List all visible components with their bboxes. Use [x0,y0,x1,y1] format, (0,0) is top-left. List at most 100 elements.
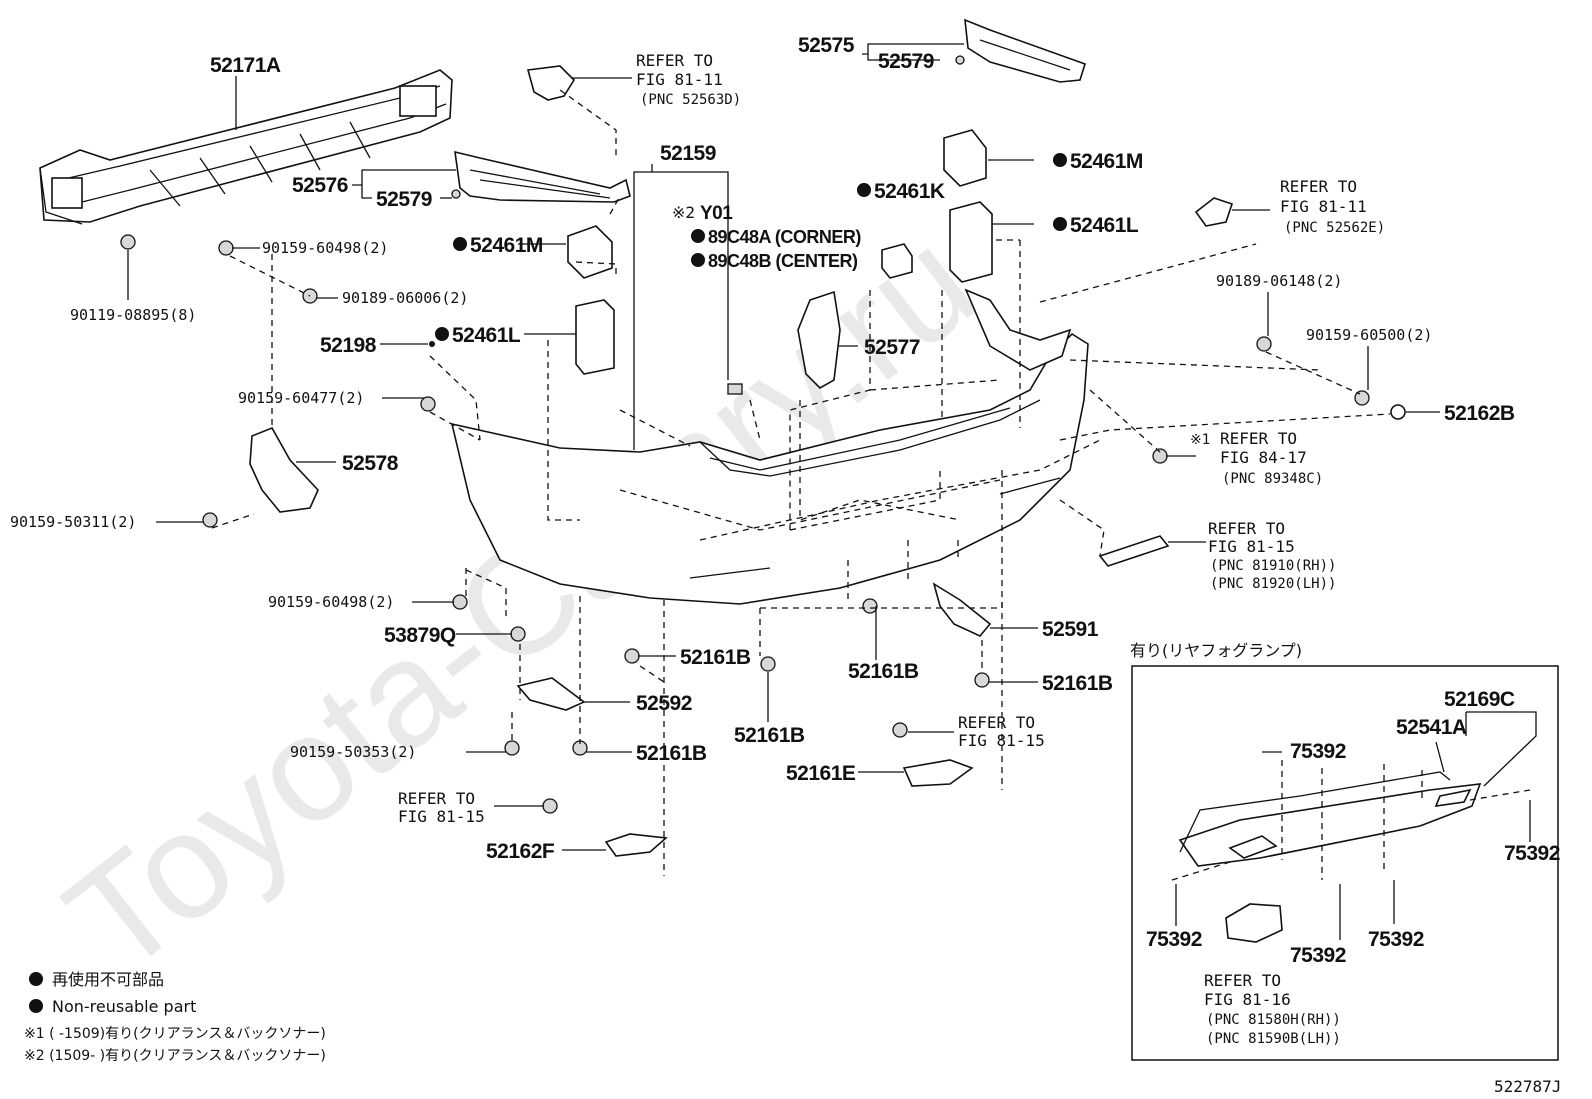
bracket-52591-illustration [932,582,992,637]
pad-52461l-right [949,201,993,283]
clip-icon-53879q [510,626,526,642]
svg-text:FIG 81-11: FIG 81-11 [1280,197,1367,216]
label-52461k: 52461K [874,180,945,203]
label-fastener-5: 90159-50311(2) [10,513,136,531]
ref-block-7: REFER TO FIG 81-16 (PNC 81580H(RH)) (PNC… [1204,971,1341,1047]
marker-52461m-left [453,237,467,251]
sensor-icon-89c48 [727,383,743,395]
marker-52461k [857,183,871,197]
label-fastener-1: 90159-60498(2) [262,239,388,257]
label-52461m-right: 52461M [1070,150,1143,173]
upper-bracket-right-illustration [1194,197,1234,227]
svg-text:FIG 81-16: FIG 81-16 [1204,990,1291,1009]
bracket-52162f-illustration [604,833,668,857]
ref-block-4: REFER TO FIG 81-15 (PNC 81910(RH)) (PNC … [1208,519,1336,592]
bracket-52577-illustration [797,290,841,389]
legend-dot-jp [29,972,43,986]
retainer-upper-right-illustration [964,18,1086,83]
fastener-icons [120,55,1406,814]
svg-text:(PNC 81910(RH)): (PNC 81910(RH)) [1210,558,1336,574]
label-sensor-center: 89C48B (CENTER) [708,251,858,271]
marker-52461l-right [1053,217,1067,231]
clip-icon-52198 [429,341,435,347]
label-52578: 52578 [342,452,399,475]
svg-text:REFER TO: REFER TO [1208,519,1285,538]
ref-block-3: ※1 REFER TO FIG 84-17 (PNC 89348C) [1190,429,1323,487]
clip-icon-52161b-c [862,598,878,614]
label-fastener-2: 90189-06006(2) [342,289,468,307]
clip-icon-52579-left [451,189,461,199]
label-75392-5: 75392 [1368,928,1424,951]
label-fastener-9: 90159-60500(2) [1306,326,1432,344]
clip-icon-52579-right [955,55,965,65]
svg-text:FIG 81-15: FIG 81-15 [398,807,485,826]
marker-52461m-right [1053,153,1067,167]
label-52162b: 52162B [1444,402,1515,425]
label-52576: 52576 [292,174,348,197]
svg-text:REFER TO: REFER TO [1280,177,1357,196]
nut-icon-90189-06148 [1256,336,1272,352]
retainer-upper-left-illustration [454,150,631,203]
marker-89c48a [691,229,705,243]
pad-52461m-left [567,225,613,279]
bolt-icon-90159-60500 [1354,390,1370,406]
clip-icon-52161b-d [974,672,990,688]
label-52169c: 52169C [1444,688,1515,711]
label-53879q: 53879Q [384,624,456,647]
svg-text:(PNC 52563D): (PNC 52563D) [640,92,741,108]
label-75392-2: 75392 [1504,842,1560,865]
label-fastener-3: 90119-08895(8) [70,306,196,324]
bolt-icon-90159-60498-top [218,240,234,256]
marker-52461l-left [435,327,449,341]
label-52579-left: 52579 [376,188,432,211]
clip-icon-52161b-a [624,648,640,664]
bolt-icon-90159-50311 [202,512,218,528]
inset-title: 有り(リヤフォグランプ) [1130,641,1302,660]
svg-text:REFER TO: REFER TO [1220,429,1297,448]
bracket-52161e-illustration [902,759,974,787]
bolt-icon-90159-60498-low [452,594,468,610]
label-fastener-8: 90189-06148(2) [1216,272,1342,290]
label-52159: 52159 [660,142,716,165]
legend-note-1: ※1 ( -1509)有り(クリアランス＆バックソナー) [24,1026,326,1042]
label-sensor-y01: Y01 [700,203,733,224]
inset-fog-lamp [1131,665,1559,1061]
label-52461l-right: 52461L [1070,214,1139,237]
ref-block-5: REFER TO FIG 81-15 [398,789,485,826]
svg-text:FIG 81-15: FIG 81-15 [958,731,1045,750]
label-75392-4: 75392 [1290,944,1346,967]
svg-text:FIG 84-17: FIG 84-17 [1220,448,1307,467]
label-52161e: 52161E [786,762,856,785]
label-fastener-4: 90159-60477(2) [238,389,364,407]
svg-text:REFER TO: REFER TO [1204,971,1281,990]
svg-text:(PNC 81920(LH)): (PNC 81920(LH)) [1210,576,1336,592]
bolt-icon-81-15-a [542,798,558,814]
svg-text:(PNC 89348C): (PNC 89348C) [1222,471,1323,487]
label-75392-1: 75392 [1290,740,1346,763]
ref-block-2: REFER TO FIG 81-11 (PNC 52562E) [1280,177,1385,236]
legend-note-2: ※2 (1509- )有り(クリアランス＆バックソナー) [24,1048,326,1064]
bracket-52592-illustration [516,677,586,711]
legend-jp: 再使用不可部品 [52,970,164,989]
label-52592: 52592 [636,692,692,715]
svg-text:REFER TO: REFER TO [398,789,475,808]
label-52171a: 52171A [210,54,281,77]
clip-icon-52161b-b [760,656,776,672]
legend-en: Non-reusable part [52,997,196,1016]
ref-block-6: REFER TO FIG 81-15 [958,713,1045,750]
label-52577: 52577 [864,336,920,359]
svg-text:FIG 81-11: FIG 81-11 [636,70,723,89]
pad-52461m-right [943,129,987,187]
reinforcement-illustration [39,69,453,225]
label-75392-3: 75392 [1146,928,1202,951]
pad-52461k [881,243,913,279]
legend-dot-en [29,999,43,1013]
bumper-cover-illustration [450,288,1089,605]
label-52461m-left: 52461M [470,234,543,257]
svg-text:(PNC 52562E): (PNC 52562E) [1284,220,1385,236]
label-52161b-1: 52161B [680,646,751,669]
ref-block-1: REFER TO FIG 81-11 (PNC 52563D) [636,51,741,108]
label-52575: 52575 [798,34,855,57]
svg-text:REFER TO: REFER TO [958,713,1035,732]
